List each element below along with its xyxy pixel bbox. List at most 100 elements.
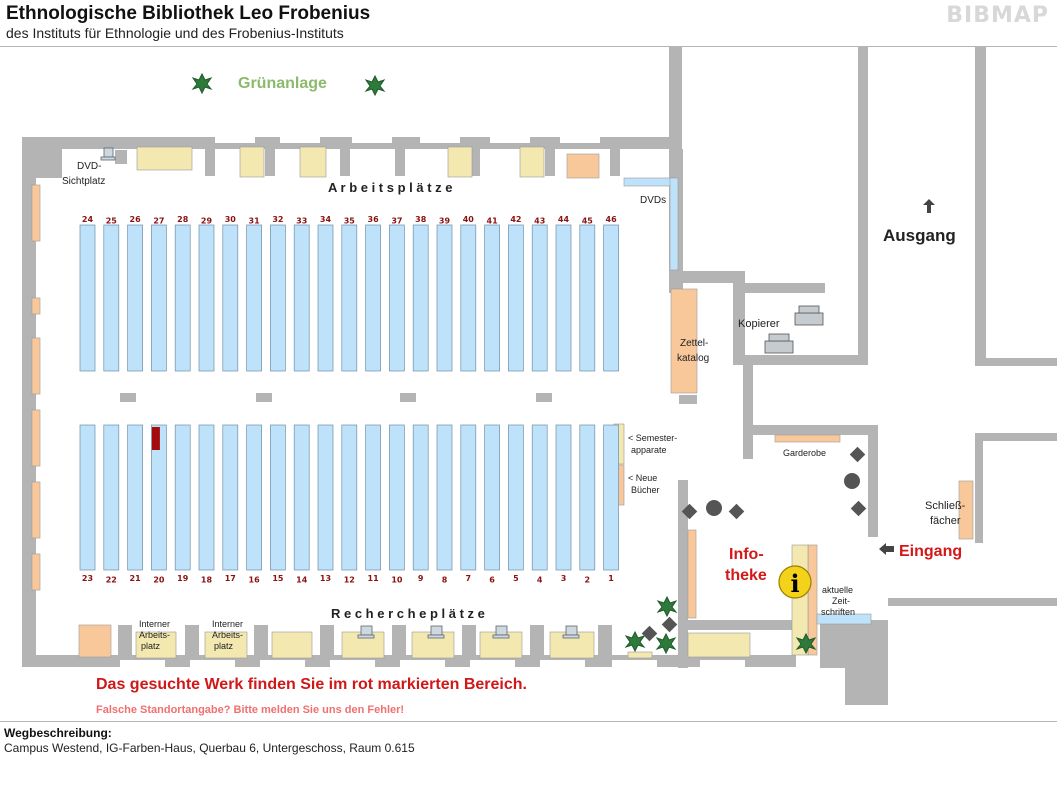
highlighted-location (151, 427, 160, 450)
bottom-shelf-number: 11 (368, 574, 380, 583)
desks (135, 146, 751, 659)
top-shelf-number: 34 (320, 215, 332, 224)
bottom-shelf-10 (389, 424, 405, 571)
semester-label-1: < Semester- (628, 433, 677, 443)
green-area-label: Grünanlage (238, 75, 327, 92)
bottom-shelf-number: 6 (489, 576, 495, 585)
top-shelf-45 (579, 224, 596, 372)
bottom-shelf-23 (79, 424, 96, 571)
bottom-shelf-14 (293, 424, 310, 571)
bottom-shelf-number: 7 (466, 574, 472, 583)
location-message: Das gesuchte Werk finden Sie im rot mark… (96, 676, 527, 693)
bottom-shelf-number: 18 (201, 576, 213, 585)
top-shelf-42 (508, 224, 524, 372)
internal-workspace-label-3: platz (141, 641, 161, 651)
bottom-shelf-number: 2 (585, 576, 591, 585)
tree-icon (364, 74, 386, 97)
top-shelf-number: 44 (558, 215, 570, 224)
tree-icon (795, 632, 817, 655)
bottom-shelf-number: 23 (82, 574, 93, 583)
bottom-shelf-2 (579, 424, 596, 571)
dvd-station-label-2: Sichtplatz (62, 176, 105, 187)
bottom-shelf-7 (460, 424, 477, 571)
journals-label-1: aktuelle (822, 585, 853, 595)
bottom-shelf-number: 1 (608, 574, 614, 583)
top-shelf-number: 27 (153, 217, 164, 226)
brand-logo: BIBMAP (946, 3, 1049, 28)
top-shelf-35 (341, 224, 358, 372)
internal-workspace-label-2: Arbeits- (212, 630, 243, 640)
page-title: Ethnologische Bibliothek Leo Frobenius (6, 3, 371, 24)
bottom-shelf-20 (151, 424, 167, 571)
bottom-shelf-number: 21 (130, 574, 142, 583)
dvd-station-label-1: DVD- (77, 161, 101, 172)
bottom-shelf-9 (412, 424, 429, 571)
bottom-shelf-number: 15 (272, 574, 284, 583)
bottom-shelf-number: 20 (153, 576, 165, 585)
top-shelf-number: 33 (296, 217, 307, 226)
pillars (115, 148, 620, 657)
top-shelf-36 (365, 224, 381, 372)
info-desk-label-2: theke (725, 567, 767, 584)
walls (22, 47, 1057, 705)
info-icon: i (778, 565, 812, 599)
top-shelf-37 (389, 224, 405, 372)
card-catalog-label-2: katalog (677, 353, 709, 364)
info-desk-label-1: Info- (729, 546, 764, 563)
internal-workspace-label-3: platz (214, 641, 234, 651)
top-shelf-29 (198, 224, 215, 372)
top-shelf-43 (531, 224, 548, 372)
bottom-shelf-11 (365, 424, 381, 571)
top-shelf-46 (603, 224, 619, 372)
top-shelf-number: 31 (249, 217, 261, 226)
lockers-label-2: fächer (930, 515, 961, 527)
top-shelf-40 (460, 224, 477, 372)
exit-arrow-icon (923, 199, 935, 213)
bottom-shelf-21 (127, 424, 143, 571)
trees (191, 72, 817, 655)
entrance-label: Eingang (899, 543, 962, 560)
top-shelf-number: 35 (344, 217, 356, 226)
top-shelf-31 (246, 224, 262, 372)
research-label: R e c h e r c h e p l ä t z e (331, 606, 485, 621)
lockers-label-1: Schließ- (925, 500, 966, 512)
top-shelf-38 (412, 224, 429, 372)
arrow-icons (879, 199, 935, 555)
copier-icons (764, 305, 824, 354)
card-catalog-label-1: Zettel- (680, 338, 708, 349)
workspaces-label: A r b e i t s p l ä t z e (328, 180, 453, 195)
bottom-shelf-number: 19 (177, 574, 189, 583)
top-shelf-25 (103, 224, 120, 372)
tree-icon (656, 595, 678, 618)
journals-label-2: Zeit- (832, 596, 850, 606)
top-shelf-28 (174, 224, 191, 372)
orange-fixtures (31, 153, 974, 658)
top-shelf-number: 38 (415, 215, 427, 224)
bottom-shelf-number: 12 (344, 576, 355, 585)
top-shelf-41 (484, 224, 500, 372)
top-shelf-39 (436, 224, 453, 372)
light-blue-fixtures (623, 177, 872, 625)
header-divider (0, 46, 1057, 47)
new-books-label-2: Bücher (631, 485, 660, 495)
internal-workspace-label-2: Arbeits- (139, 630, 170, 640)
bottom-shelf-number: 5 (513, 574, 519, 583)
top-shelf-number: 26 (130, 215, 142, 224)
bottom-shelf-12 (341, 424, 358, 571)
copier-label: Kopierer (738, 318, 780, 330)
semester-label-2: apparate (631, 445, 667, 455)
top-shelf-number: 29 (201, 217, 213, 226)
bottom-shelf-5 (508, 424, 524, 571)
bottom-shelf-16 (246, 424, 262, 571)
top-shelf-26 (127, 224, 143, 372)
bottom-shelf-15 (270, 424, 286, 571)
tree-icon (191, 72, 213, 95)
top-shelf-number: 39 (439, 217, 451, 226)
bottom-shelf-8 (436, 424, 453, 571)
top-shelf-30 (222, 224, 239, 372)
computer-icon (100, 147, 116, 161)
journals-label-3: schriften (821, 607, 855, 617)
bottom-shelf-4 (531, 424, 548, 571)
internal-workspace-label-1: Interner (139, 619, 170, 629)
